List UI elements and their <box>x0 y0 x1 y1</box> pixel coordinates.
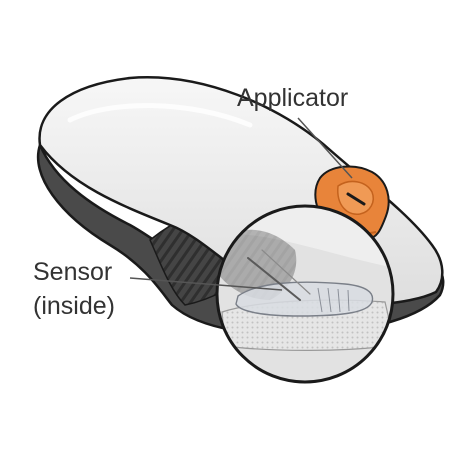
sensor-label-qualifier: (inside) <box>33 292 115 320</box>
sensor-label: Sensor <box>33 258 112 286</box>
sensor-leader-line <box>129 277 283 291</box>
shell-highlight <box>67 103 253 128</box>
applicator-leader-line <box>297 117 353 179</box>
magnifier-view <box>215 204 395 384</box>
sensor-needle <box>247 257 301 301</box>
applicator-label: Applicator <box>237 84 348 112</box>
